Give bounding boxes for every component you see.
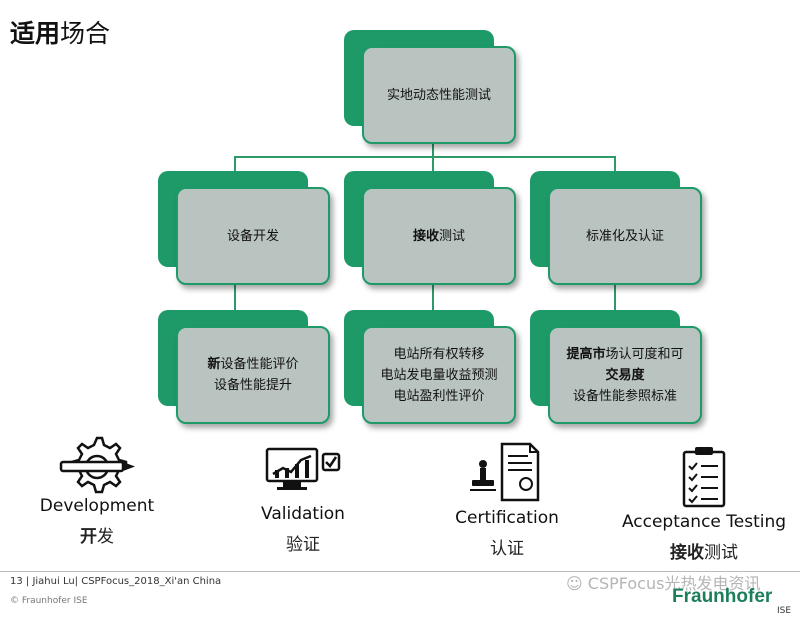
acceptance-testing-label-zh: 接收测试 [670,543,738,563]
connector-horizontal [234,156,616,158]
page-title: 适用场合 [10,19,111,48]
development-column: Development 开发 [16,432,178,547]
wechat-icon: ☺ [566,574,583,593]
node-box: 电站所有权转移 电站发电量收益预测 电站盈利性评价 [362,326,516,424]
node-box: 接收测试 [362,187,516,285]
validation-column: Validation 验证 [228,446,378,555]
acceptance-testing-column: Acceptance Testing 接收测试 [612,444,796,563]
connector-left-down [234,156,236,174]
root-node-box: 实地动态性能测试 [362,46,516,144]
connector-right-l2 [614,283,616,313]
development-label: Development [39,496,155,516]
certification-column: Certification 认证 [432,440,582,559]
certification-label-zh: 认证 [490,539,524,559]
watermark: ☺ CSPFocus光热发电资讯 [566,574,761,593]
footer-citation: 13 | Jiahui Lu| CSPFocus_2018_Xi'an Chin… [10,576,222,587]
validation-label: Validation [261,504,345,524]
connector-mid-l2 [432,283,434,313]
validation-label-zh: 验证 [286,535,320,555]
gear-pencil-icon [59,436,135,494]
acceptance-testing-label: Acceptance Testing [621,512,787,532]
node-box: 设备开发 [176,187,330,285]
monitor-chart-icon [265,447,341,490]
development-label-zh: 开发 [80,527,114,547]
node-box: 标准化及认证 [548,187,702,285]
fraunhofer-logo: Fraunhofer [672,586,773,607]
connector-left-l2 [234,283,236,313]
fraunhofer-logo-sub: ISE [777,606,792,616]
certificate-stamp-icon [470,442,540,502]
connector-root-down [432,140,434,158]
clipboard-checklist-icon [682,447,726,508]
footer-copyright: © Fraunhofer ISE [10,596,88,606]
certification-label: Certification [455,508,559,528]
connector-mid-down [432,156,434,174]
footer-divider [0,571,800,572]
node-box: 新设备性能评价 设备性能提升 [176,326,330,424]
connector-right-down [614,156,616,174]
node-box: 提高市场认可度和可 交易度 设备性能参照标准 [548,326,702,424]
